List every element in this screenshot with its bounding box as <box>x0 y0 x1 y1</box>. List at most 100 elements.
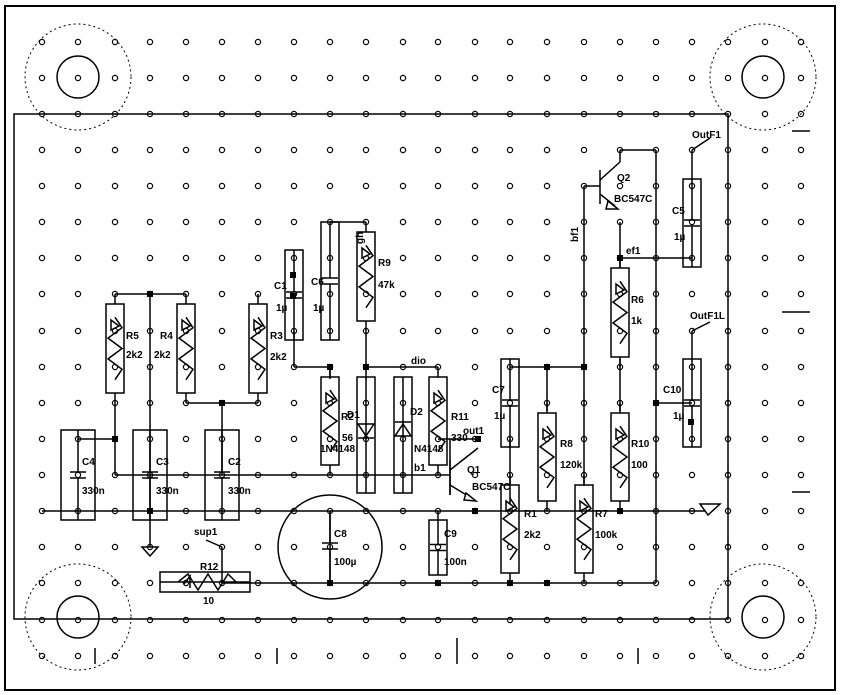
grid-hole <box>146 652 154 660</box>
grid-hole <box>38 435 46 443</box>
grid-hole <box>761 254 769 262</box>
grid-hole <box>38 38 46 46</box>
label-r12: R12 <box>200 562 219 573</box>
resistor-r6 <box>610 258 630 367</box>
grid-hole <box>506 652 514 660</box>
grid-hole <box>761 616 769 624</box>
grid-hole <box>543 254 551 262</box>
mounting-hole-top-right <box>709 23 817 131</box>
grid-hole <box>724 543 732 551</box>
grid-hole <box>434 146 442 154</box>
label-r9: R9 <box>378 258 391 269</box>
grid-hole <box>38 182 46 190</box>
label-d2: D2 <box>410 407 423 418</box>
label-r1: R1 <box>524 509 537 520</box>
grid-hole <box>543 327 551 335</box>
grid-hole <box>471 110 479 118</box>
grid-hole <box>74 363 82 371</box>
grid-hole <box>146 110 154 118</box>
label-b1: b1 <box>414 463 426 474</box>
label-q2-type: BC547C <box>614 194 652 205</box>
grid-hole <box>74 652 82 660</box>
grid-hole <box>761 38 769 46</box>
grid-hole <box>688 652 696 660</box>
label-outf1: OutF1 <box>692 130 721 141</box>
mounting-hole-top-left <box>24 23 132 131</box>
label-c10: C10 <box>663 385 682 396</box>
capacitor-c3 <box>132 429 168 521</box>
grid-hole <box>652 38 660 46</box>
grid-hole <box>399 74 407 82</box>
grid-hole <box>616 110 624 118</box>
grid-hole <box>111 254 119 262</box>
grid-hole <box>471 218 479 226</box>
transistor-q2 <box>584 150 621 210</box>
grid-hole <box>761 399 769 407</box>
grid-hole <box>652 652 660 660</box>
grid-hole <box>471 327 479 335</box>
grid-hole <box>797 74 805 82</box>
grid-hole <box>761 74 769 82</box>
grid-hole <box>434 110 442 118</box>
grid-hole <box>182 616 190 624</box>
grid-hole <box>580 652 588 660</box>
grid-hole <box>399 110 407 118</box>
grid-hole <box>182 543 190 551</box>
capacitor-c4 <box>60 429 96 521</box>
resistor-r3 <box>248 294 268 403</box>
grid-hole <box>146 74 154 82</box>
label-d1-type: 1N4148 <box>320 444 355 455</box>
label-c1-val: 1µ <box>276 303 288 314</box>
grid-hole <box>797 363 805 371</box>
grid-hole <box>254 74 262 82</box>
grid-hole <box>471 471 479 479</box>
grid-hole <box>724 327 732 335</box>
label-c3: C3 <box>156 457 169 468</box>
diode-d1 <box>356 376 376 494</box>
grid-hole <box>652 110 660 118</box>
label-q2: Q2 <box>617 173 631 184</box>
grid-hole <box>724 290 732 298</box>
grid-hole <box>797 146 805 154</box>
grid-hole <box>74 616 82 624</box>
grid-hole <box>74 290 82 298</box>
grid-hole <box>182 38 190 46</box>
ground-symbol <box>140 546 160 558</box>
grid-hole <box>580 616 588 624</box>
grid-hole <box>182 652 190 660</box>
grid-hole <box>580 110 588 118</box>
grid-hole <box>761 327 769 335</box>
resistor-r10 <box>610 403 630 511</box>
label-r11: R11 <box>451 412 469 423</box>
label-r6: R6 <box>631 295 644 306</box>
grid-hole <box>38 290 46 298</box>
label-r5-val: 2k2 <box>126 350 143 361</box>
grid-hole <box>506 146 514 154</box>
label-r2: R2 <box>341 412 354 423</box>
grid-hole <box>38 363 46 371</box>
grid-hole <box>543 182 551 190</box>
grid-hole <box>254 652 262 660</box>
grid-hole <box>616 182 624 190</box>
resistor-r11 <box>428 367 448 475</box>
capacitor-c1 <box>284 249 304 341</box>
grid-hole <box>290 110 298 118</box>
board-outer-outline <box>4 5 836 691</box>
resistor-r2 <box>320 367 340 475</box>
grid-hole <box>761 110 769 118</box>
grid-hole <box>506 327 514 335</box>
grid-hole <box>434 290 442 298</box>
grid-hole <box>399 146 407 154</box>
grid-hole <box>543 290 551 298</box>
grid-hole <box>399 182 407 190</box>
grid-hole <box>434 327 442 335</box>
grid-hole <box>326 74 334 82</box>
grid-hole <box>616 74 624 82</box>
grid-hole <box>434 182 442 190</box>
label-c4-val: 330n <box>82 486 105 497</box>
grid-hole <box>74 471 82 479</box>
grid-hole <box>74 146 82 154</box>
resistors <box>105 222 630 583</box>
capacitors <box>60 178 702 576</box>
grid-hole <box>688 579 696 587</box>
